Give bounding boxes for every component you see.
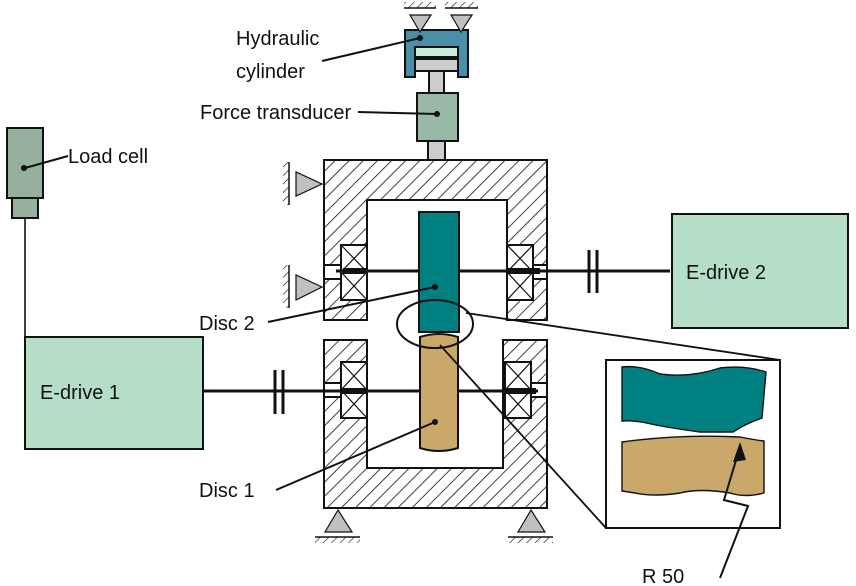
disc-2 (418, 211, 460, 333)
label-force-transducer: Force transducer (200, 102, 352, 124)
inset-disc-1 (621, 435, 765, 497)
label-disc-1: Disc 1 (199, 480, 255, 502)
label-load-cell: Load cell (68, 146, 148, 168)
support-top (404, 2, 478, 34)
arrow-head-icon (733, 442, 746, 462)
disc-1 (419, 333, 459, 452)
label-hydraulic-cylinder-2: cylinder (236, 61, 305, 83)
label-e-drive-1: E-drive 1 (40, 382, 120, 404)
label-disc-2: Disc 2 (199, 313, 255, 335)
label-radius: R 50 (642, 566, 684, 586)
hydraulic-cylinder (404, 29, 469, 96)
support-left (283, 162, 324, 308)
support-bottom (315, 508, 553, 543)
label-hydraulic-cylinder-1: Hydraulic (236, 28, 319, 50)
contact-detail-inset (439, 312, 781, 579)
force-transducer (416, 92, 459, 161)
contact-marker (396, 299, 474, 349)
coupling-upper (587, 250, 599, 293)
load-cell (6, 127, 44, 337)
e-drive-2 (671, 213, 849, 329)
label-e-drive-2: E-drive 2 (686, 262, 766, 284)
inset-disc-2 (621, 365, 767, 433)
e-drive-1 (24, 336, 204, 450)
coupling-lower (273, 370, 285, 414)
